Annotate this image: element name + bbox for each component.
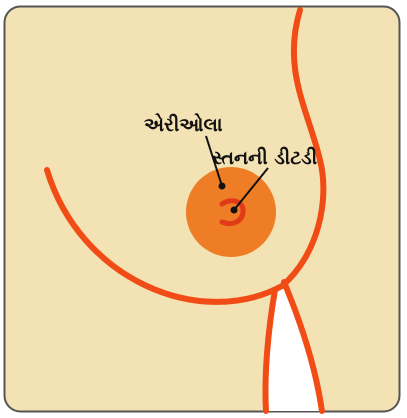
breast-outline (44, 7, 327, 305)
body-side-line (262, 287, 278, 414)
areola-label: એરીઓલા (144, 113, 223, 136)
nipple-label: સ્તનની ડીટડી (212, 147, 318, 169)
nipple-leader-line (233, 167, 269, 211)
nipple-shape (219, 198, 246, 227)
areola-leader-dot (218, 182, 226, 190)
nipple-leader-dot (230, 206, 238, 214)
areola-leader-line (205, 135, 223, 187)
arm-line (281, 279, 325, 414)
areola-circle (186, 167, 276, 257)
underarm-gap (263, 282, 324, 411)
